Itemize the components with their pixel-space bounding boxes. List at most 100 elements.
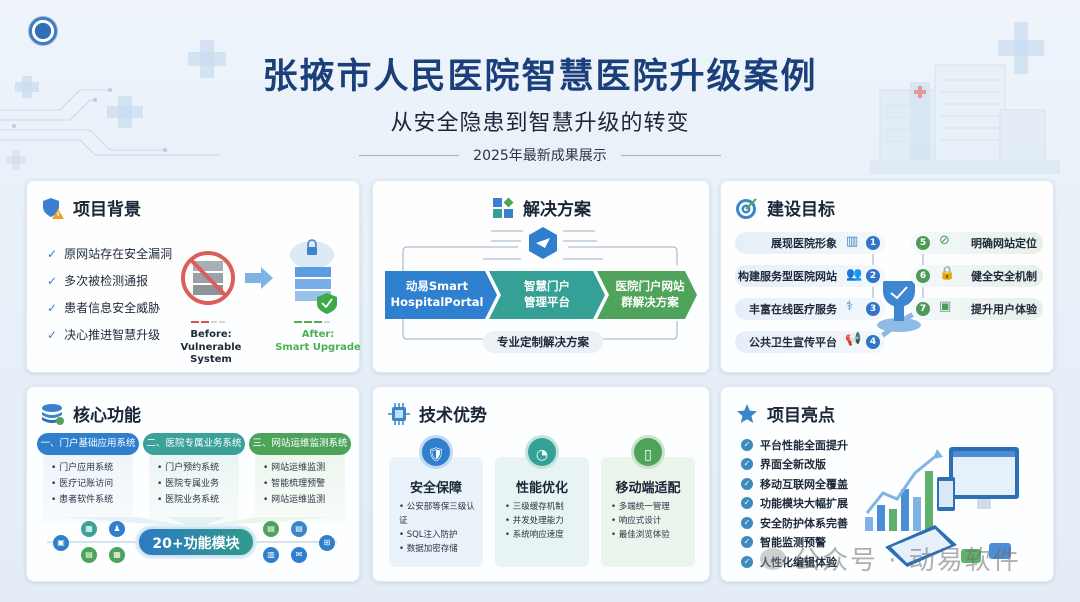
page-header: 张掖市人民医院智慧医院升级案例 从安全隐患到智慧升级的转变 2025年最新成果展… xyxy=(0,48,1080,165)
module-icon: ▤ xyxy=(263,521,279,537)
goal-item-3: 丰富在线医疗服务 xyxy=(735,298,885,320)
users-icon: 👥 xyxy=(846,267,863,282)
check-circle-icon: ✓ xyxy=(741,458,753,471)
project-highlights-card: 项目亮点 ✓平台性能全面提升 ✓界面全新改版 ✓移动互联网全覆盖 ✓功能模块大幅… xyxy=(720,386,1054,582)
list-item: • 医疗记账访问 xyxy=(51,479,114,489)
system-header: 一、门户基础应用系统 xyxy=(37,433,139,455)
card-title: 建设目标 xyxy=(767,200,835,220)
goal-number: 1 xyxy=(866,236,880,250)
check-icon: ✓ xyxy=(47,246,58,261)
list-item: • 多端统一管理 xyxy=(611,502,670,512)
module-icon: ▦ xyxy=(109,547,125,563)
card-title: 解决方案 xyxy=(523,200,591,220)
star-icon xyxy=(737,403,757,423)
grid-blocks-icon xyxy=(493,197,514,218)
list-item: • 医院专属业务 xyxy=(157,479,220,489)
devices-icon: ▯ xyxy=(631,435,665,469)
custom-solution-pill: 专业定制解决方案 xyxy=(483,331,603,353)
goal-item-1: 展现医院形象 xyxy=(735,232,885,254)
lock-icon: 🔒 xyxy=(939,266,956,281)
card-title: 核心功能 xyxy=(73,406,141,426)
check-circle-icon: ✓ xyxy=(741,497,753,510)
list-item: ✓决心推进智慧升级 xyxy=(47,327,161,343)
shield-lock-icon: 🛡 xyxy=(419,435,453,469)
before-after-illustration: Before: Vulnerable System After: Smart U… xyxy=(177,233,361,368)
system-column-3: 三、网站运维监测系统 • 网站运维监测 • 智能梳理预警 • 网站运维监测 xyxy=(249,433,351,523)
divider-line xyxy=(359,154,460,156)
construction-goals-card: 建设目标 展现医院形象 ▥ 1 构建服务型医院网站 👥 2 丰富在线医疗服务 ⚕… xyxy=(720,180,1054,373)
after-label: After: xyxy=(301,329,335,340)
list-item: • 响应式设计 xyxy=(611,516,662,526)
flow-step-shape xyxy=(597,271,697,319)
goal-number: 4 xyxy=(866,335,880,349)
list-item: ✓多次被检测通报 xyxy=(47,273,149,289)
goal-number: 2 xyxy=(866,269,880,283)
list-item: ✓人性化编辑体验 xyxy=(741,552,848,572)
list-item: ✓移动互联网全覆盖 xyxy=(741,474,848,494)
card-title: 项目背景 xyxy=(73,200,141,220)
modules-badge: 20+功能模块 xyxy=(137,527,255,557)
page-subtitle: 从安全隐患到智慧升级的转变 xyxy=(390,111,690,136)
highlights-list: ✓平台性能全面提升 ✓界面全新改版 ✓移动互联网全覆盖 ✓功能模块大幅扩展 ✓安… xyxy=(741,435,848,572)
tech-card-performance: ◔ 性能优化 • 三级缓存机制 • 并发处理能力 • 系统响应速度 xyxy=(495,435,589,567)
stethoscope-icon: ⚕ xyxy=(846,299,854,314)
list-item: ✓界面全新改版 xyxy=(741,455,848,475)
flow-step-2: 智慧门户管理平台 xyxy=(524,279,570,309)
check-circle-icon: ✓ xyxy=(741,555,753,568)
list-item: • 最佳浏览体验 xyxy=(611,530,670,540)
module-icon: ▥ xyxy=(263,547,279,563)
layers-icon xyxy=(42,403,64,425)
tech-advantages-card: 技术优势 🛡 安全保障 • 公安部等保三级认证 • SQL注入防护 • 数据加密… xyxy=(372,386,710,582)
system-header: 二、医院专属业务系统 xyxy=(143,433,245,455)
card-title: 项目亮点 xyxy=(767,406,835,426)
check-icon: ✓ xyxy=(47,273,58,288)
project-background-card: 项目背景 ✓原网站存在安全漏洞 ✓多次被检测通报 ✓患者信息安全威胁 ✓决心推进… xyxy=(26,180,361,373)
check-icon: ✓ xyxy=(47,327,58,342)
devices-growth-illustration xyxy=(865,447,1019,567)
list-item: • 三级缓存机制 xyxy=(505,502,564,512)
solution-connectors xyxy=(402,227,678,340)
list-item: • 门户应用系统 xyxy=(51,463,114,473)
speedometer-icon: ◔ xyxy=(525,435,559,469)
flow-step-shape xyxy=(385,271,497,319)
goal-number: 3 xyxy=(866,302,880,316)
megaphone-icon: 📢 xyxy=(845,332,862,347)
system-header: 三、网站运维监测系统 xyxy=(249,433,351,455)
check-circle-icon: ✓ xyxy=(741,438,753,451)
vulnerable-server-icon xyxy=(181,251,235,305)
check-circle-icon: ✓ xyxy=(741,536,753,549)
check-circle-icon: ✓ xyxy=(741,516,753,529)
list-item: • 网站运维监测 xyxy=(263,463,326,473)
list-item: ✓安全防护体系完善 xyxy=(741,513,848,533)
hospital-logo xyxy=(28,16,58,46)
list-item: • 系统响应速度 xyxy=(505,530,564,540)
goal-item-4: 公共卫生宣传平台 xyxy=(735,331,885,353)
list-item: • 患者软件系统 xyxy=(51,495,114,505)
list-item: ✓智能监测预警 xyxy=(741,533,848,553)
goal-item-2: 构建服务型医院网站 xyxy=(735,265,885,287)
module-icon: ▤ xyxy=(291,521,307,537)
list-item: • 并发处理能力 xyxy=(505,516,564,526)
list-item: • 数据加密存储 xyxy=(399,544,458,554)
list-item: • 网站运维监测 xyxy=(263,495,326,505)
building-icon: ▥ xyxy=(846,234,859,249)
card-title: 技术优势 xyxy=(419,406,487,426)
core-functions-card: 核心功能 一、门户基础应用系统 • 门户应用系统 • 医疗记账访问 • 患者软件… xyxy=(26,386,360,582)
system-column-2: 二、医院专属业务系统 • 门户预约系统 • 医院专属业务 • 医院业务系统 xyxy=(143,433,245,523)
list-item: • 公安部等保三级认证 xyxy=(399,502,475,526)
goal-number: 6 xyxy=(916,269,930,283)
goal-number: 7 xyxy=(916,302,930,316)
after-label-desc: Smart Upgrade xyxy=(275,341,361,353)
trophy-icon xyxy=(877,281,921,332)
flow-step-3: 医院门户网站群解决方案 xyxy=(615,279,685,309)
before-label-desc: Vulnerable System xyxy=(180,341,242,366)
module-icon: ▣ xyxy=(53,535,69,551)
before-label: Before: xyxy=(190,329,232,340)
module-icon: ✉ xyxy=(291,547,307,563)
arrow-right-icon xyxy=(245,267,273,289)
goal-item-5: 明确网站定位 xyxy=(911,232,1043,254)
page-tagline: 2025年最新成果展示 xyxy=(473,148,607,164)
list-item: • SQL注入防护 xyxy=(399,530,458,540)
